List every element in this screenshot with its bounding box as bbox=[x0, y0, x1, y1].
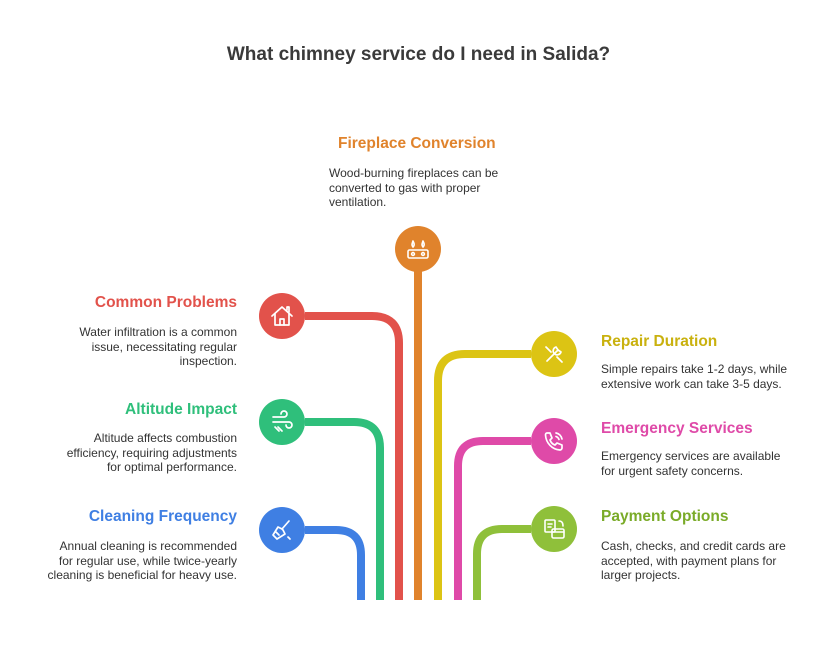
repair-heading: Repair Duration bbox=[601, 333, 718, 350]
connector-altitude bbox=[305, 418, 384, 600]
gas-stove-icon bbox=[407, 240, 429, 259]
altitude-node bbox=[259, 399, 305, 445]
fireplace-node bbox=[395, 226, 441, 272]
fireplace-description: Wood-burning fireplaces can be converted… bbox=[329, 166, 499, 209]
altitude-description: Altitude affects combustion efficiency, … bbox=[66, 431, 237, 474]
problems-description: Water infiltration is a common issue, ne… bbox=[79, 325, 237, 368]
connector-problems bbox=[305, 312, 403, 600]
repair-node bbox=[531, 331, 577, 377]
payment-heading: Payment Options bbox=[601, 508, 729, 525]
altitude-heading: Altitude Impact bbox=[125, 401, 237, 418]
problems-heading: Common Problems bbox=[94, 294, 237, 311]
connector-payment bbox=[473, 525, 531, 600]
cleaning-node bbox=[259, 507, 305, 553]
wrench-icon bbox=[545, 346, 563, 363]
connector-cleaning bbox=[305, 526, 365, 600]
house-icon bbox=[271, 306, 293, 326]
connector-repair bbox=[434, 350, 531, 600]
payment-description: Cash, checks, and credit cards are accep… bbox=[601, 539, 786, 582]
connector-emergency bbox=[454, 437, 531, 600]
cleaning-description: Annual cleaning is recommended for regul… bbox=[47, 539, 237, 582]
emergency-node bbox=[531, 418, 577, 464]
wind-icon bbox=[272, 410, 293, 432]
payment-icon bbox=[544, 519, 565, 539]
cleaning-heading: Cleaning Frequency bbox=[88, 508, 237, 525]
emergency-description: Emergency services are available for urg… bbox=[601, 449, 781, 478]
broom-icon bbox=[272, 520, 291, 540]
emergency-heading: Emergency Services bbox=[601, 420, 753, 437]
payment-node bbox=[531, 506, 577, 552]
page-title: What chimney service do I need in Salida… bbox=[226, 44, 611, 65]
repair-description: Simple repairs take 1-2 days, while exte… bbox=[601, 362, 788, 391]
problems-node bbox=[259, 293, 305, 339]
phone-icon bbox=[544, 432, 563, 451]
fireplace-heading: Fireplace Conversion bbox=[338, 135, 496, 152]
